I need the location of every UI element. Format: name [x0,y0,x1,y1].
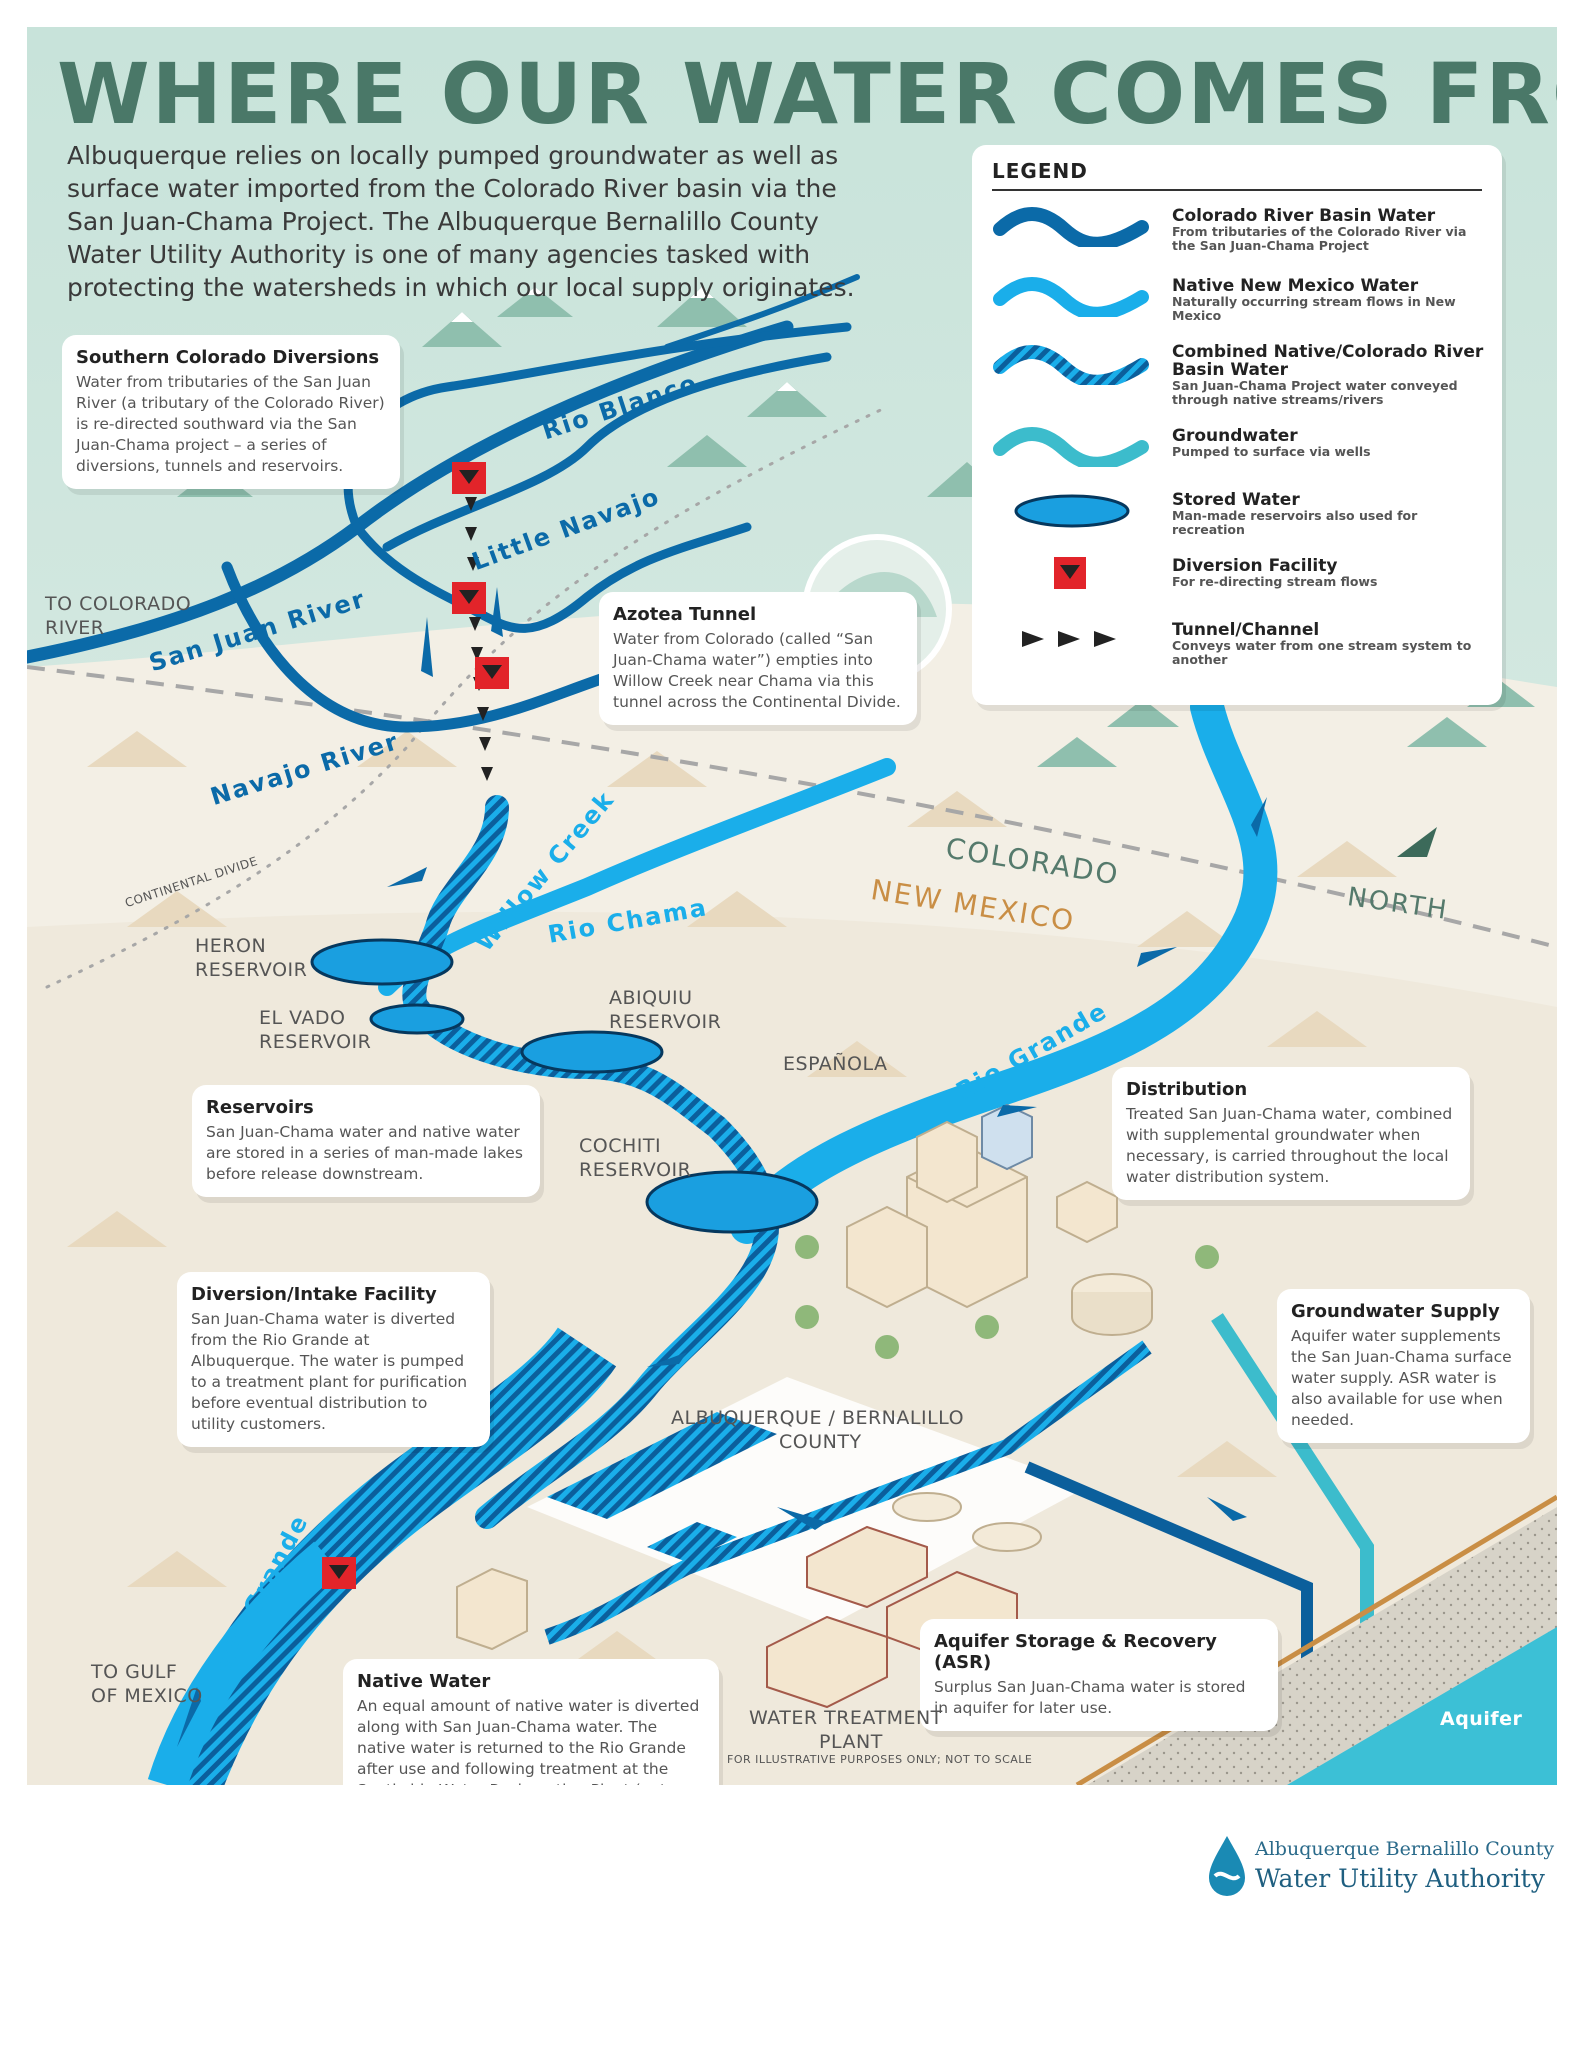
legend-item-combined: Combined Native/Colorado River Basin Wat… [1172,342,1484,407]
plant-buildings [456,1492,1042,1709]
label-el-vado-1: EL VADO [259,1007,346,1029]
label-el-vado-2: RESERVOIR [259,1031,372,1053]
state-border [27,665,1557,949]
mountain-snowcaps [451,287,797,391]
colorado-basin-rivers [27,274,860,733]
label-abq-2: COUNTY [779,1431,862,1453]
label-gulf-1: TO GULF [91,1661,178,1683]
label-cochiti-1: COCHITI [579,1135,662,1157]
label-heron-1: HERON [195,935,267,957]
label-gulf-2: OF MEXICO [91,1685,203,1707]
label-heron-2: RESERVOIR [195,959,308,981]
teal-wave-icon [993,427,1149,467]
label-wtp-2: PLANT [819,1731,883,1753]
label-to-colorado-river-2: RIVER [45,617,105,639]
authority-logo: Albuquerque Bernalillo County Water Util… [1205,1832,1554,1902]
legend-rule [992,189,1482,191]
dark-blue-wave-icon [993,207,1149,247]
diversion-facilities [322,462,509,1589]
label-espanola: ESPAÑOLA [783,1053,888,1075]
light-blue-wave-icon [993,277,1149,317]
city-buildings [846,1103,1153,1336]
reservoirs [310,938,819,1234]
label-abiquiu-1: ABIQUIU [609,987,693,1009]
striped-wave-icon [993,345,1149,385]
label-to-colorado-river-1: TO COLORADO [45,593,192,615]
trees [795,1235,1219,1359]
logo-line-2: Water Utility Authority [1255,1864,1545,1893]
label-wtp-1: WATER TREATMENT [749,1707,943,1729]
combined-river [402,795,780,1529]
pipeline-to-city [544,1340,1152,1645]
legend-title: LEGEND [992,159,1088,183]
rio-grande-south-light [147,1541,340,1785]
page-title: WHERE OUR WATER COMES FROM [57,45,1557,143]
treatment-basins [547,1412,777,1562]
red-square-triangle-icon [1054,557,1086,589]
water-drop-logo-icon [1209,1836,1245,1896]
label-abiquiu-2: RESERVOIR [609,1011,722,1033]
label-abq-1: ALBUQUERQUE / BERNALILLO [671,1407,965,1429]
disclaimer: FOR ILLUSTRATIVE PURPOSES ONLY; NOT TO S… [727,1753,1033,1766]
infographic-canvas: WHERE OUR WATER COMES FROM Albuquerque r… [27,27,1557,1785]
aquifer-zone [1287,1627,1557,1785]
logo-line-1: Albuquerque Bernalillo County [1255,1838,1555,1860]
rio-grande-north [730,690,1278,1244]
flow-arrows [177,587,1267,1747]
black-triangles-icon [1022,631,1116,647]
label-aquifer: Aquifer [1440,1708,1523,1730]
label-cochiti-2: RESERVOIR [579,1159,692,1181]
north-arrow-icon [1397,827,1437,857]
soil-line [1075,1494,1557,1785]
callout-asr: Aquifer Storage & Recovery (ASR)Surplus … [920,1619,1278,1731]
reservoir-ellipse-icon [1014,494,1130,528]
intro-paragraph: Albuquerque relies on locally pumped gro… [67,141,855,302]
